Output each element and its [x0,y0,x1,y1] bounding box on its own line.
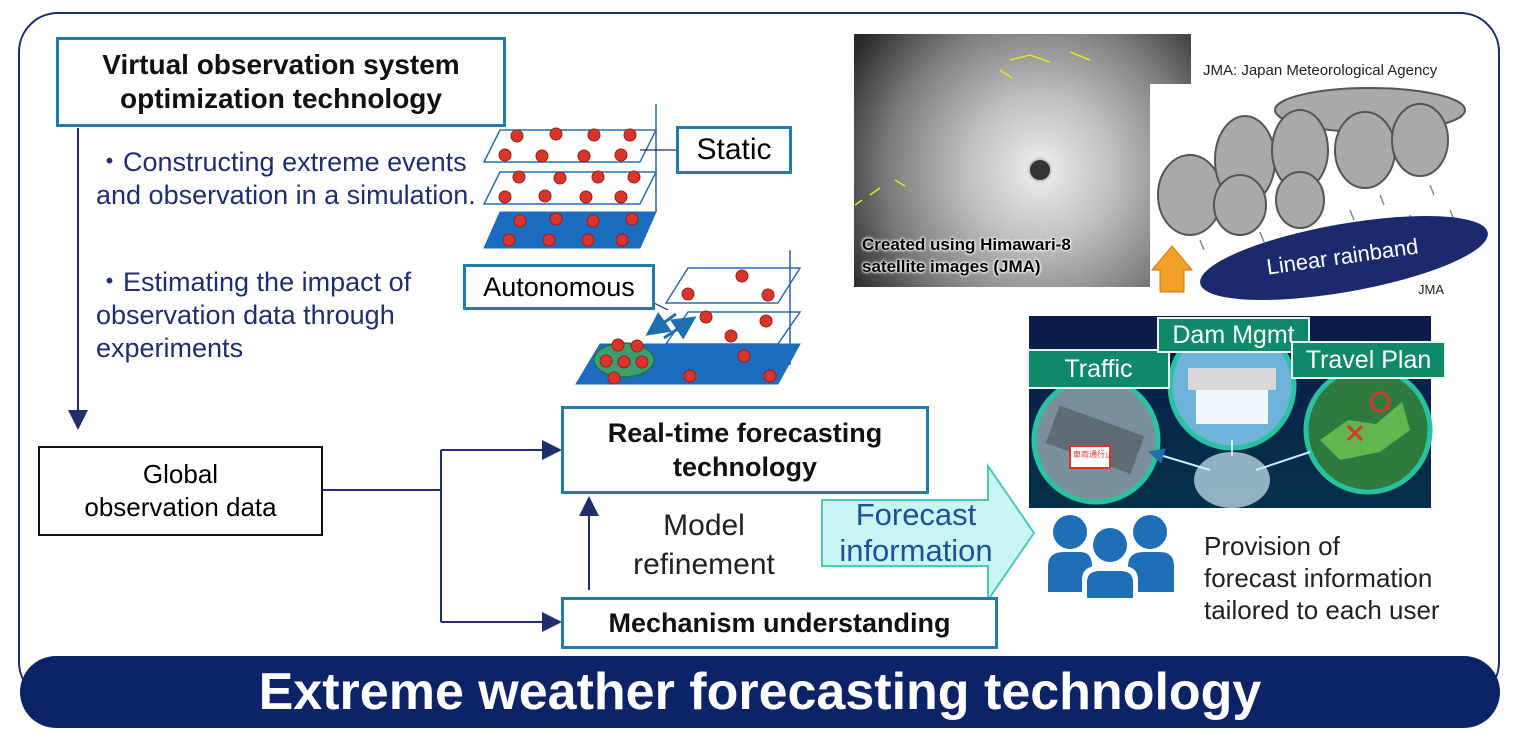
tag-dam-mgmt: Dam Mgmt [1157,317,1310,353]
provision-line3: tailored to each user [1204,595,1440,625]
mechanism-label: Mechanism understanding [608,607,951,638]
realtime-line1: Real-time forecasting [607,418,883,448]
satellite-caption: Created using Himawari-8 satellite image… [862,234,1162,278]
forecast-line2: information [839,533,993,568]
users-icon [1048,515,1174,600]
rainband-image [1150,84,1488,300]
provision-text: Provision of forecast information tailor… [1204,530,1504,626]
global-box-line1: Global [142,459,219,489]
title-banner: Extreme weather forecasting technology [20,656,1500,728]
model-refinement-line1: Model [663,509,745,542]
virtual-observation-box: Virtual observation system optimization … [56,37,506,127]
provision-line2: forecast information [1204,563,1433,593]
forecast-arrow-shape [821,462,1036,604]
virtual-box-line2: optimization technology [120,83,442,114]
provision-line1: Provision of [1204,531,1340,561]
autonomous-observation-layers [575,250,802,385]
realtime-forecasting-box: Real-time forecasting technology [561,406,929,494]
static-observation-layers [482,104,676,249]
tag-travel-plan: Travel Plan [1291,341,1446,379]
bullet-constructing: ・Constructing extreme events and observa… [96,147,476,210]
global-box-line2: observation data [84,492,277,522]
realtime-line2: technology [672,452,817,482]
bullet-estimating: ・Estimating the impact of observation da… [96,267,412,363]
model-refinement-label: Model refinement [604,506,804,584]
forecast-line1: Forecast [855,497,977,532]
global-observation-box: Global observation data [38,446,323,536]
autonomous-label: Autonomous [463,264,655,310]
road-closed-sign: 車両通行止 [1073,450,1113,459]
forecast-information-label: Forecast information [826,497,1006,569]
up-arrow-icon [1150,245,1194,293]
page-title: Extreme weather forecasting technology [258,663,1262,721]
mechanism-understanding-box: Mechanism understanding [561,597,998,649]
satellite-caption-line2: satellite images (JMA) [862,257,1041,276]
satellite-image [854,34,1191,287]
satellite-caption-line1: Created using Himawari-8 [862,235,1071,254]
static-label: Static [676,126,792,174]
jma-credit: JMA [1418,282,1444,297]
virtual-box-line1: Virtual observation system [102,49,460,80]
model-refinement-line2: refinement [633,548,775,581]
jma-note: JMA: Japan Meteorological Agency [1203,62,1438,79]
tag-traffic: Traffic [1027,349,1170,389]
